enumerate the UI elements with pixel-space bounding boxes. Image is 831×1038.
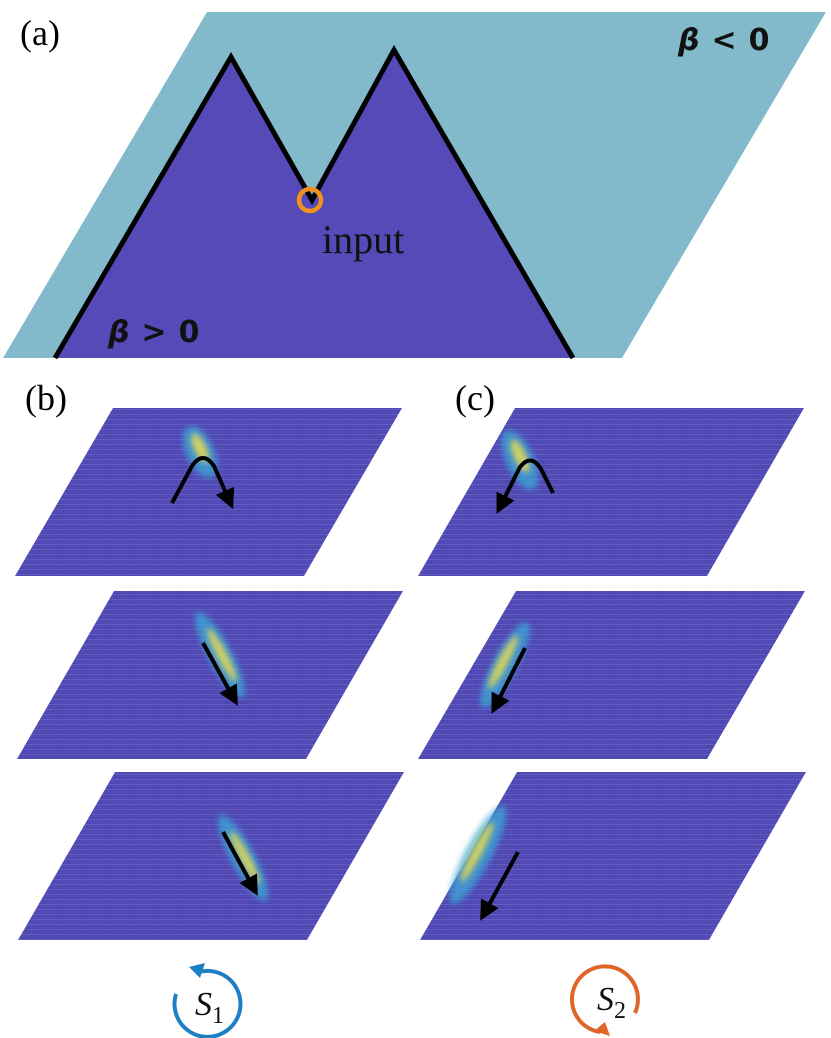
beta-positive-label: β > 0 bbox=[107, 315, 200, 350]
rotation-arrowhead-s2-icon bbox=[594, 1022, 610, 1036]
region-beta-positive bbox=[55, 50, 573, 358]
beta-negative-label: β < 0 bbox=[677, 23, 770, 58]
propagation-arrow bbox=[201, 642, 238, 706]
panel-c-snapshot-1 bbox=[418, 408, 804, 576]
propagation-arrow bbox=[221, 831, 258, 896]
input-marker bbox=[296, 186, 324, 214]
rotation-arrow-s1-icon bbox=[172, 968, 243, 1038]
rotation-arrowhead-s1-icon bbox=[189, 963, 205, 978]
rotation-s2: S2 bbox=[569, 964, 640, 1036]
rotation-label-s2: S2 bbox=[597, 981, 626, 1024]
input-label: input bbox=[322, 217, 404, 262]
lattice-sheet bbox=[17, 591, 403, 759]
intensity-spot-core bbox=[230, 831, 260, 885]
lattice-sheet bbox=[15, 408, 402, 576]
panel-label-a: (a) bbox=[20, 13, 60, 53]
lattice-sheet bbox=[18, 772, 404, 940]
panel-b-snapshot-1 bbox=[15, 408, 402, 576]
propagation-arrow-turn bbox=[496, 458, 555, 514]
panel-a: input β < 0 β > 0 (a) bbox=[3, 12, 826, 360]
propagation-arrow-turn bbox=[170, 456, 235, 510]
intensity-spot-core bbox=[488, 635, 518, 689]
panel-b-snapshot-2 bbox=[17, 591, 403, 759]
propagation-arrow bbox=[491, 647, 527, 714]
panel-c-snapshot-3 bbox=[420, 772, 806, 940]
panel-label-c: (c) bbox=[455, 378, 495, 418]
rotation-arrow-s2-icon bbox=[569, 964, 640, 1034]
lattice-sheet bbox=[418, 408, 804, 576]
intensity-spot-core bbox=[460, 821, 494, 883]
propagation-arrow bbox=[480, 851, 520, 921]
domain-wall-boundary bbox=[52, 44, 576, 360]
lattice-sheet bbox=[418, 591, 805, 759]
panel-b-snapshot-3 bbox=[18, 772, 404, 940]
panel-c-snapshot-2 bbox=[418, 591, 805, 759]
intensity-spot-core bbox=[191, 433, 209, 463]
intensity-spot-core bbox=[207, 628, 237, 682]
rotation-s1: S1 bbox=[172, 963, 243, 1038]
lattice-sheet bbox=[420, 772, 806, 940]
rotation-label-s1: S1 bbox=[195, 986, 224, 1029]
panel-label-b: (b) bbox=[25, 378, 67, 418]
